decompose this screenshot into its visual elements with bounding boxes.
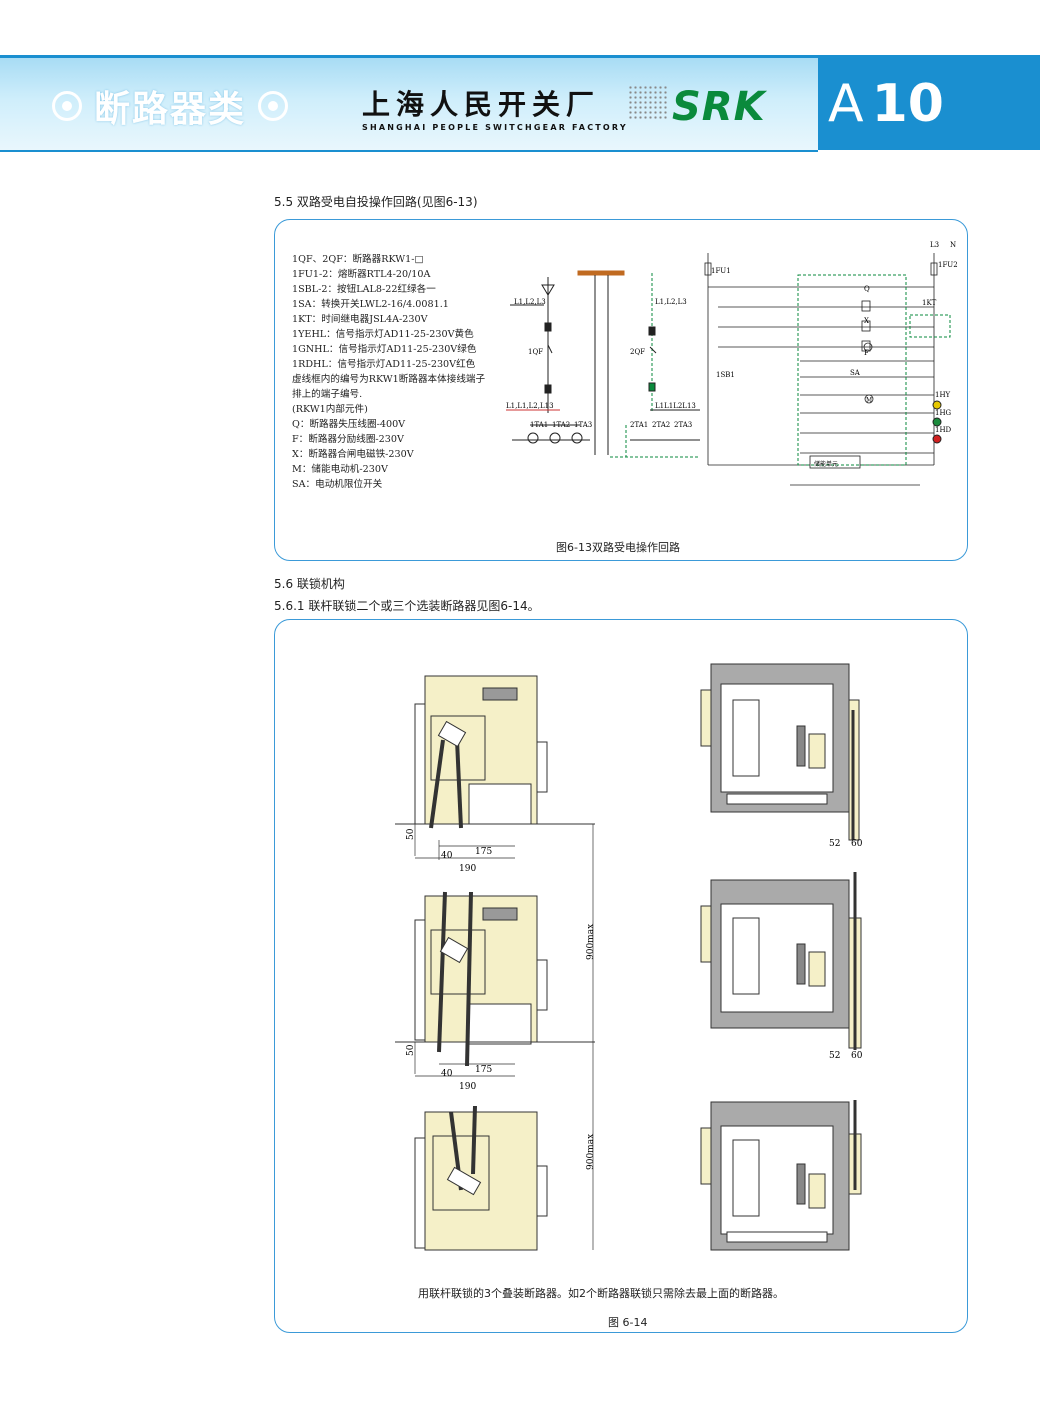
header-top-line	[0, 55, 1040, 58]
fuse-label: 1FU1	[711, 267, 731, 275]
button-label: 1SB1	[716, 371, 735, 379]
legend-line: 虚线框内的编号为RKW1断路器本体接线端子	[292, 374, 486, 385]
legend-line: 1KT：时间继电器JSL4A-230V	[292, 314, 428, 325]
ta-label: 2TA2	[652, 421, 670, 429]
ta-label: 2TA1	[630, 421, 648, 429]
legend-line: Q：断路器失压线圈-400V	[292, 419, 406, 430]
company-name-en: SHANGHAI PEOPLE SWITCHGEAR FACTORY	[362, 123, 628, 132]
dim-label: 900max	[586, 1134, 596, 1170]
legend-line: SA：电动机限位开关	[292, 479, 383, 490]
header-banner	[0, 58, 818, 150]
dim-label: 52	[829, 839, 840, 849]
dim-label: 50	[406, 1044, 416, 1056]
terminal-box	[797, 274, 951, 466]
legend-line: 1GNHL：信号指示灯AD11-25-230V绿色	[292, 344, 477, 355]
legend-line: F：断路器分励线圈-230V	[292, 434, 404, 445]
bullet-circle-icon	[52, 91, 82, 121]
ta-label: 1TA1	[530, 421, 548, 429]
legend-line: 1SBL-2：按钮LAL8-22红绿各一	[292, 284, 436, 295]
lamp-label: 1HG	[935, 409, 952, 417]
legend-line: 排上的端子编号.	[292, 389, 363, 400]
dim-label: 60	[851, 839, 863, 849]
control-circuit	[704, 253, 938, 486]
dim-label: 50	[406, 828, 416, 840]
legend-line: X：断路器合闸电磁铁-230V	[292, 449, 414, 460]
legend-line: 1RDHL：信号指示灯AD11-25-230V红色	[292, 359, 476, 370]
page-number: 10	[871, 74, 944, 134]
ta-label: 1TA3	[574, 421, 592, 429]
header-bottom-line	[0, 150, 818, 152]
legend-line: M：储能电动机-230V	[292, 464, 388, 475]
red-lamp-icon	[932, 434, 942, 444]
interlock-drawing: 50 40 175 190 50 40 175 190 900max 900ma…	[395, 663, 863, 1251]
ta-label: 2TA3	[674, 421, 692, 429]
fuse-label: 1FU2	[938, 261, 958, 269]
bus-label: L1,L2,L3	[514, 298, 546, 306]
circuit-diagram: L1,L2,L3 L1,L2,L3 L1,L1,L2,L13 L1L1L2L13…	[506, 241, 958, 486]
company-name-cn: 上海人民开关厂	[362, 88, 601, 121]
brand-logo: SRK	[672, 84, 766, 130]
breaker-side-view-top	[395, 675, 595, 829]
lamp-label: 1HD	[935, 426, 952, 434]
legend-line: 1SA：转换开关LWL2-16/4.0081.1	[292, 299, 449, 310]
breaker-front-view-middle	[700, 872, 862, 1050]
figure-note-6-14: 用联杆联锁的3个叠装断路器。如2个断路器联锁只需除去最上面的断路器。	[418, 1287, 784, 1300]
breaker-label: 1QF	[528, 348, 543, 356]
bus-label: L1,L1,L2,L13	[506, 402, 554, 410]
timer-label: 1KT	[922, 299, 937, 307]
legend-line: 1YEHL：信号指示灯AD11-25-230V黄色	[292, 329, 474, 340]
company-logo-text: 上海人民开关厂 SHANGHAI PEOPLE SWITCHGEAR FACTO…	[362, 83, 628, 132]
single-line-diagram	[506, 270, 625, 455]
green-lamp-icon	[932, 417, 942, 427]
coil-label: X	[864, 317, 869, 325]
coil-label: F	[864, 349, 869, 357]
breaker-side-view-middle	[395, 891, 595, 1067]
dim-label: 175	[475, 1065, 492, 1075]
ta-label: 1TA2	[552, 421, 570, 429]
dim-label: 190	[459, 864, 476, 874]
category-title: 断路器类	[40, 78, 300, 134]
breaker-front-view-bottom	[700, 1100, 862, 1251]
dim-label: 40	[441, 851, 453, 861]
lamp-label: 1HY	[935, 391, 951, 399]
breaker-side-view-bottom	[414, 1105, 548, 1251]
dim-label: 190	[459, 1082, 476, 1092]
switch-label: SA	[850, 369, 861, 377]
component-legend: 1QF、2QF：断路器RKW1-□ 1FU1-2：熔断器RTL4-20/10A …	[292, 252, 485, 492]
bus-label: L1L1L2L13	[655, 402, 696, 410]
section-subheading-5-6-1: 5.6.1 联杆联锁二个或三个选装断路器见图6-14。	[274, 599, 540, 613]
dim-label: 60	[851, 1051, 863, 1061]
dim-label: 175	[475, 847, 492, 857]
motor-label: M	[866, 397, 872, 404]
legend-line: 1QF、2QF：断路器RKW1-□	[292, 254, 424, 265]
figure-caption-6-14: 图 6-14	[608, 1316, 648, 1329]
bullet-circle-icon	[258, 91, 289, 121]
dim-label: 40	[441, 1069, 453, 1079]
phase-label: L3	[930, 241, 939, 249]
dot-pattern-icon	[628, 85, 668, 121]
dim-label: 52	[829, 1051, 840, 1061]
figure-caption-6-13: 图6-13双路受电操作回路	[556, 541, 680, 554]
legend-line: 1FU1-2：熔断器RTL4-20/10A	[292, 269, 431, 280]
category-label: 断路器类	[94, 89, 247, 130]
neutral-label: N	[950, 241, 956, 249]
breaker-label: 2QF	[630, 348, 645, 356]
breaker-front-view-top	[700, 663, 860, 841]
page-letter: A	[828, 74, 864, 134]
figure-panel-6-13	[274, 219, 968, 561]
section-heading-5-5: 5.5 双路受电自投操作回路(见图6-13)	[274, 195, 478, 209]
dim-label: 900max	[586, 924, 596, 960]
bus-label: L1,L2,L3	[655, 298, 687, 306]
section-heading-5-6: 5.6 联锁机构	[274, 577, 345, 591]
page-number-box: A 10	[818, 58, 1040, 150]
yellow-lamp-icon	[932, 400, 942, 410]
coil-label: Q	[864, 285, 870, 293]
dimension-lines	[414, 824, 594, 1250]
unit-label: 储能单元	[814, 460, 838, 468]
legend-line: (RKW1内部元件)	[292, 404, 368, 415]
